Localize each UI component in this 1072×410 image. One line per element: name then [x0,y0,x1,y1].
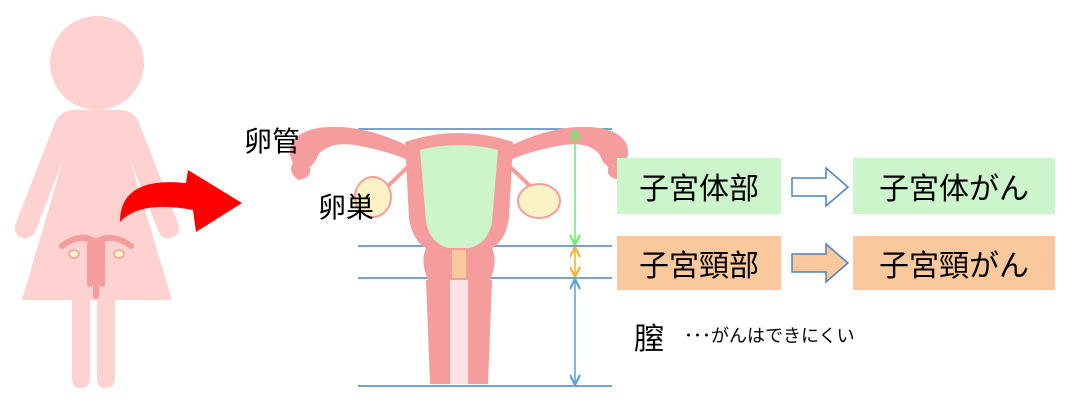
curved-arrow-icon [120,170,242,232]
ovary-label: 卵巣 [318,191,375,224]
small-uterus-icon [59,234,134,299]
ovary-left [354,176,392,218]
uterine-body-cancer-box: 子宮体がん [853,158,1055,214]
uterine-body-box: 子宮体部 [617,158,781,214]
fallopian-tube-label: 卵管 [244,125,301,158]
vagina-note: ･･･がんはできにくい [684,326,855,347]
cervix-to-cancer-arrow [791,242,850,284]
cervix-box: 子宮頸部 [617,236,781,290]
uterus-icon [289,126,629,384]
woman-figure-icon [14,16,179,388]
vagina-label: 膣 [634,322,664,357]
ovary-right [517,183,561,219]
cervix-orange [452,250,466,278]
uterine-body-cavity [420,145,498,248]
body-to-cancer-arrow [791,166,850,208]
cervical-cancer-box: 子宮頸がん [853,236,1055,290]
